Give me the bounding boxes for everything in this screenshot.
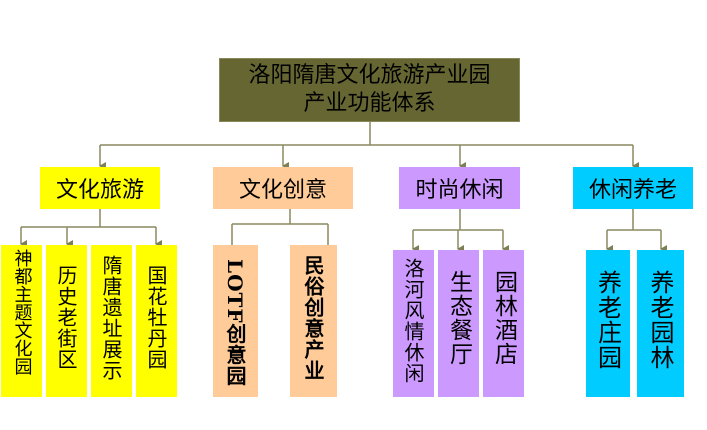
root-title-line1: 洛阳隋唐文化旅游产业园 xyxy=(248,63,491,88)
leaf-luohe-leisure: 洛河风情休闲 xyxy=(393,250,434,397)
leaf-elderly-garden: 养老园林 xyxy=(637,250,684,397)
root-node: 洛阳隋唐文化旅游产业园 产业功能体系 xyxy=(219,58,520,122)
leaf-history-street: 历史老街区 xyxy=(46,245,87,397)
leaf-folk-creative-industry: 民俗创意产业 xyxy=(290,245,337,397)
leaf-garden-hotel: 园林酒店 xyxy=(483,250,524,397)
leaf-elderly-manor: 养老庄园 xyxy=(586,250,630,397)
category-xiuxianyanglao: 休闲养老 xyxy=(573,167,693,209)
leaf-peony-garden: 国花牡丹园 xyxy=(136,245,177,397)
leaf-shendu-theme-park: 神都主题文化园 xyxy=(1,245,42,397)
leaf-lotf-creative-park: LOTF创意园 xyxy=(213,245,258,397)
category-wenhualvyou: 文化旅游 xyxy=(40,167,160,209)
category-wenhuachuangyi: 文化创意 xyxy=(213,167,353,209)
root-connector xyxy=(100,122,633,146)
leaf-sui-tang-ruins: 隋唐遗址展示 xyxy=(91,245,132,397)
yellow-connector xyxy=(21,209,156,228)
cyan-connector xyxy=(607,209,661,231)
leaf-eco-restaurant: 生态餐厅 xyxy=(438,250,479,397)
purple-connector xyxy=(413,209,503,231)
category-shishangxiuxian: 时尚休闲 xyxy=(399,167,520,209)
peach-connector xyxy=(231,209,329,245)
root-title-line2: 产业功能体系 xyxy=(303,91,436,116)
